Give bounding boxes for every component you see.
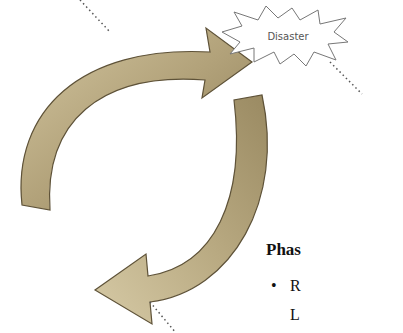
leader-line bbox=[330, 62, 362, 94]
cycle-arrow bbox=[95, 95, 267, 324]
starburst-shape: Disaster bbox=[220, 4, 350, 68]
phase-heading: Phas bbox=[266, 240, 301, 260]
leader-line bbox=[80, 0, 110, 32]
node-label: Disaster bbox=[220, 4, 350, 68]
leader-line bbox=[150, 302, 176, 333]
bullet-mark: • bbox=[271, 277, 277, 295]
cycle-arrow bbox=[21, 28, 252, 210]
list-item: L bbox=[290, 306, 300, 324]
list-item: R bbox=[290, 277, 301, 295]
